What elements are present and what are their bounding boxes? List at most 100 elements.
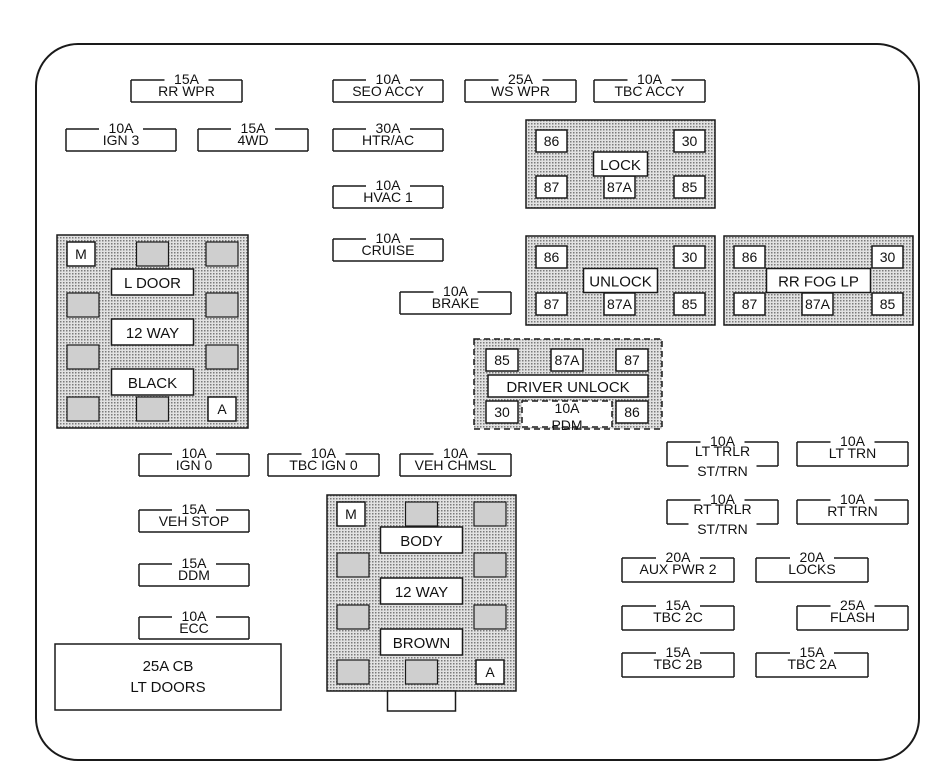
relay-pin-label: 86 [544,249,560,265]
fuse-name-label: CRUISE [362,242,415,258]
connector-corner-m: M [75,246,87,262]
driver-unlock-pin-label: 30 [494,404,510,420]
connector-cavity [473,604,507,630]
connector-corner-a: A [485,664,495,680]
driver-unlock-pin: 87A [550,348,584,372]
fuse-amp-label: 10A [109,120,135,136]
connector-cavity [336,552,370,578]
fuse-name-label: TBC 2B [653,656,702,672]
connector-cavity [336,604,370,630]
connector-cavity [205,241,239,267]
connector-label: BROWN [393,635,451,652]
fuse-name-label: VEH CHMSL [415,457,497,473]
fuse-name-label: VEH STOP [159,513,230,529]
connector-body: M A BODY 12 WAY BROWN [326,494,517,712]
relay-pin: 87A [603,292,636,316]
connector-corner-m: M [345,506,357,522]
driver-unlock-pin: 86 [615,400,649,424]
relay-pin-box [673,175,706,199]
connector-label: 12 WAY [126,325,179,342]
connector-cavity [66,396,100,422]
connector-corner-a-box [207,396,237,422]
fuse-amp-label: 10A [182,608,208,624]
relay-label: LOCK [600,157,641,174]
connector-label: L DOOR [124,275,181,292]
relay-pin-box [871,245,904,269]
connector-label-box [379,577,464,605]
relay-pin-box [673,129,706,153]
relay-pin-label: 30 [880,249,896,265]
driver-unlock-label-box [487,374,649,398]
relay-pin: 87A [603,175,636,199]
relay-pin-label: 85 [682,179,698,195]
fuse-amp-label: 15A [182,555,208,571]
connector-label-box [379,526,464,554]
fuse-amp-label: 15A [182,501,208,517]
connector-corner-m-box [66,241,96,267]
connector-label: BODY [400,533,443,550]
relay-pin-box [535,129,568,153]
relay-pin: 85 [871,292,904,316]
connector-latch [386,690,457,712]
relay-label-box [765,267,872,294]
relay-pin: 85 [673,175,706,199]
fuse-amp-label: 20A [800,549,826,565]
connector-label: 12 WAY [395,584,448,601]
fuse-amp-label: 15A [174,71,200,87]
relay-pin: 30 [871,245,904,269]
fuse-name-label: BRAKE [432,295,479,311]
fuse-amp-label: 25A [840,597,866,613]
relay-label-box [582,267,659,294]
fuse-amp-label: 10A [710,433,736,449]
fuse-amp-label: 15A [666,644,692,660]
fuse-name-label: RT TRLR [693,501,751,517]
relay-pin-box [871,292,904,316]
relay-pin: 85 [673,292,706,316]
fuse-name-label: DDM [178,567,210,583]
driver-unlock-pin: 30 [485,400,519,424]
fuse-amp-label: 10A [840,491,866,507]
fuse-name-label: TBC 2C [653,609,703,625]
relay-pin-label: 87 [544,179,560,195]
fuse-amp-label: 25A [508,71,534,87]
connector-cavity [66,344,100,370]
relay-label-box [592,151,649,177]
relay-pin-label: 30 [682,133,698,149]
fuse-amp-label: 10A [182,445,208,461]
fuse-amp-label: 10A [840,433,866,449]
relay-pin-box [535,245,568,269]
fuse-amp-label: 10A [376,230,402,246]
driver-unlock-pin-box [485,400,519,424]
fuse-name-label: TBC IGN 0 [289,457,358,473]
fuse-name-label: 4WD [237,132,268,148]
connector-cavity [205,344,239,370]
connector-label-box [379,628,464,656]
fuse-name-label: FLASH [830,609,875,625]
connector-cavity [205,292,239,318]
connector-label-box [110,368,195,396]
fuse-amp-label: 30A [376,120,402,136]
relay-pin-label: 87A [607,179,633,195]
